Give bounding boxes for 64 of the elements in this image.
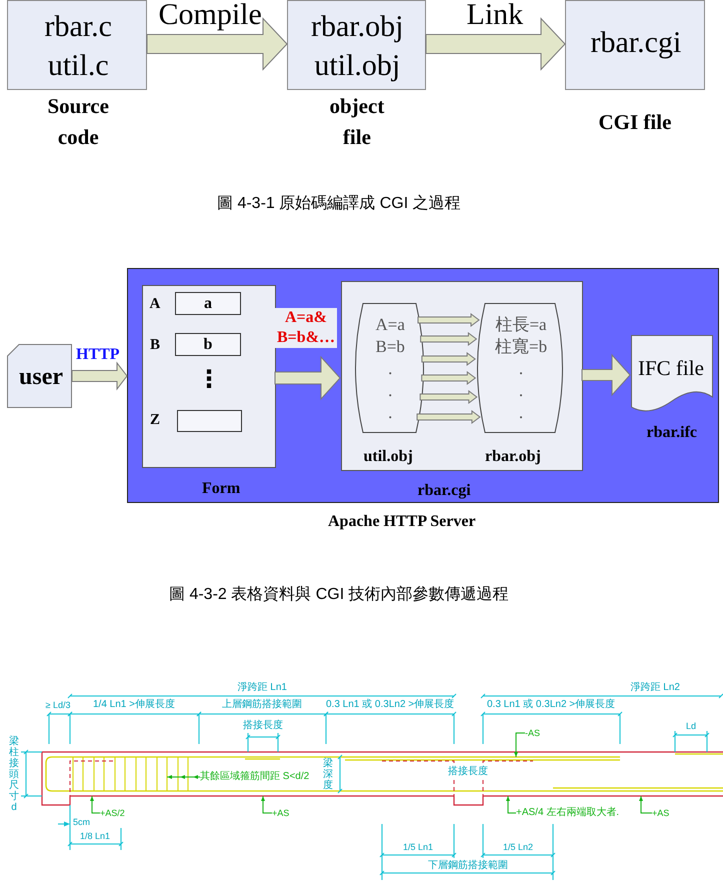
dimension-text: 上層鋼筋搭接範圍 <box>222 699 302 711</box>
barrel-caption: rbar.obj <box>485 446 541 466</box>
edge-label: HTTP <box>76 344 120 364</box>
dimension-text: ≥ Ld/3 <box>46 700 70 710</box>
block-arrow <box>582 354 631 396</box>
annotation-text: -AS <box>525 728 540 738</box>
dimension-text: 搭接長度 <box>446 766 490 778</box>
panel-title: Apache HTTP Server <box>328 512 476 530</box>
block-arrow <box>416 410 481 424</box>
input-field: b <box>175 333 241 356</box>
input-field: a <box>175 292 241 315</box>
block-arrow <box>418 313 480 327</box>
document-label: IFC file <box>638 356 704 380</box>
edge-label: Compile <box>158 0 262 30</box>
figure-caption: 圖 4-3-2 表格資料與 CGI 技術內部參數傳遞過程 <box>169 584 509 604</box>
block-arrow <box>146 17 288 71</box>
figure-caption: 圖 4-3-1 原始碼編譯成 CGI 之過程 <box>217 194 461 212</box>
block-arrow <box>420 390 478 404</box>
barrel-text: 柱長=a 柱寬=b . . . <box>495 314 548 424</box>
panel-caption: rbar.cgi <box>418 480 471 500</box>
block-arrow <box>426 17 566 71</box>
block-arrow <box>421 371 476 385</box>
edge-label: Link <box>466 0 524 30</box>
block-arrow <box>421 352 476 366</box>
document-caption: rbar.ifc <box>646 422 698 442</box>
field-letter: A <box>150 295 160 313</box>
dimension-text: 1/5 Ln1 <box>403 842 434 852</box>
dimension-text: 淨跨距 Ln1 <box>238 682 287 694</box>
dimension-text: 1/5 Ln2 <box>503 842 534 852</box>
dimension-text: 1/4 Ln1 >伸展長度 <box>93 699 175 711</box>
file-names: rbar.c util.c <box>44 9 112 84</box>
edge-label: A=a& B=b&… <box>275 308 338 348</box>
dimension-text: 0.3 Ln1 或 0.3Ln2 >伸展長度 <box>487 699 616 711</box>
input-field <box>177 410 242 432</box>
dimension-text: 下層鋼筋搭接範圍 <box>428 860 508 872</box>
vertical-ellipsis: ⋮ <box>197 364 221 394</box>
box-caption: Source code <box>48 93 109 151</box>
user-card <box>7 344 72 408</box>
barrel-text: A=a B=b . . . <box>376 314 405 424</box>
annotation-text: +AS <box>272 808 290 818</box>
block-arrow <box>420 332 478 346</box>
dimension-text: Ld <box>686 720 696 732</box>
barrel-caption: util.obj <box>364 446 413 466</box>
annotation-text: +AS <box>652 808 670 818</box>
block-arrow <box>274 356 341 400</box>
field-letter: B <box>150 336 160 354</box>
card-label: user <box>19 362 63 392</box>
file-names: rbar.obj util.obj <box>311 9 404 84</box>
dimension-text: 梁深度 <box>323 758 333 790</box>
annotation-text: 其餘區域箍筋間距 S<d/2 <box>200 771 310 783</box>
dimension-text: 1/8 Ln1 <box>80 830 110 842</box>
dimension-text: 梁柱接頭尺寸d <box>9 736 19 812</box>
file-name: rbar.cgi <box>590 25 682 61</box>
dimension-text: 0.3 Ln1 或 0.3Ln2 >伸展長度 <box>326 699 454 711</box>
dimension-text: 淨跨距 Ln2 <box>630 682 680 694</box>
dimension-text: 搭接長度 <box>243 720 283 732</box>
dimension-text: 5cm <box>73 816 90 828</box>
box-caption: object file <box>330 93 384 151</box>
block-arrow <box>72 362 128 390</box>
field-letter: Z <box>150 411 160 429</box>
box-caption: CGI file <box>598 110 672 134</box>
annotation-text: +AS/4 左右兩端取大者. <box>516 807 620 819</box>
panel-caption: Form <box>202 478 240 498</box>
annotation-text: +AS/2 <box>100 808 125 818</box>
